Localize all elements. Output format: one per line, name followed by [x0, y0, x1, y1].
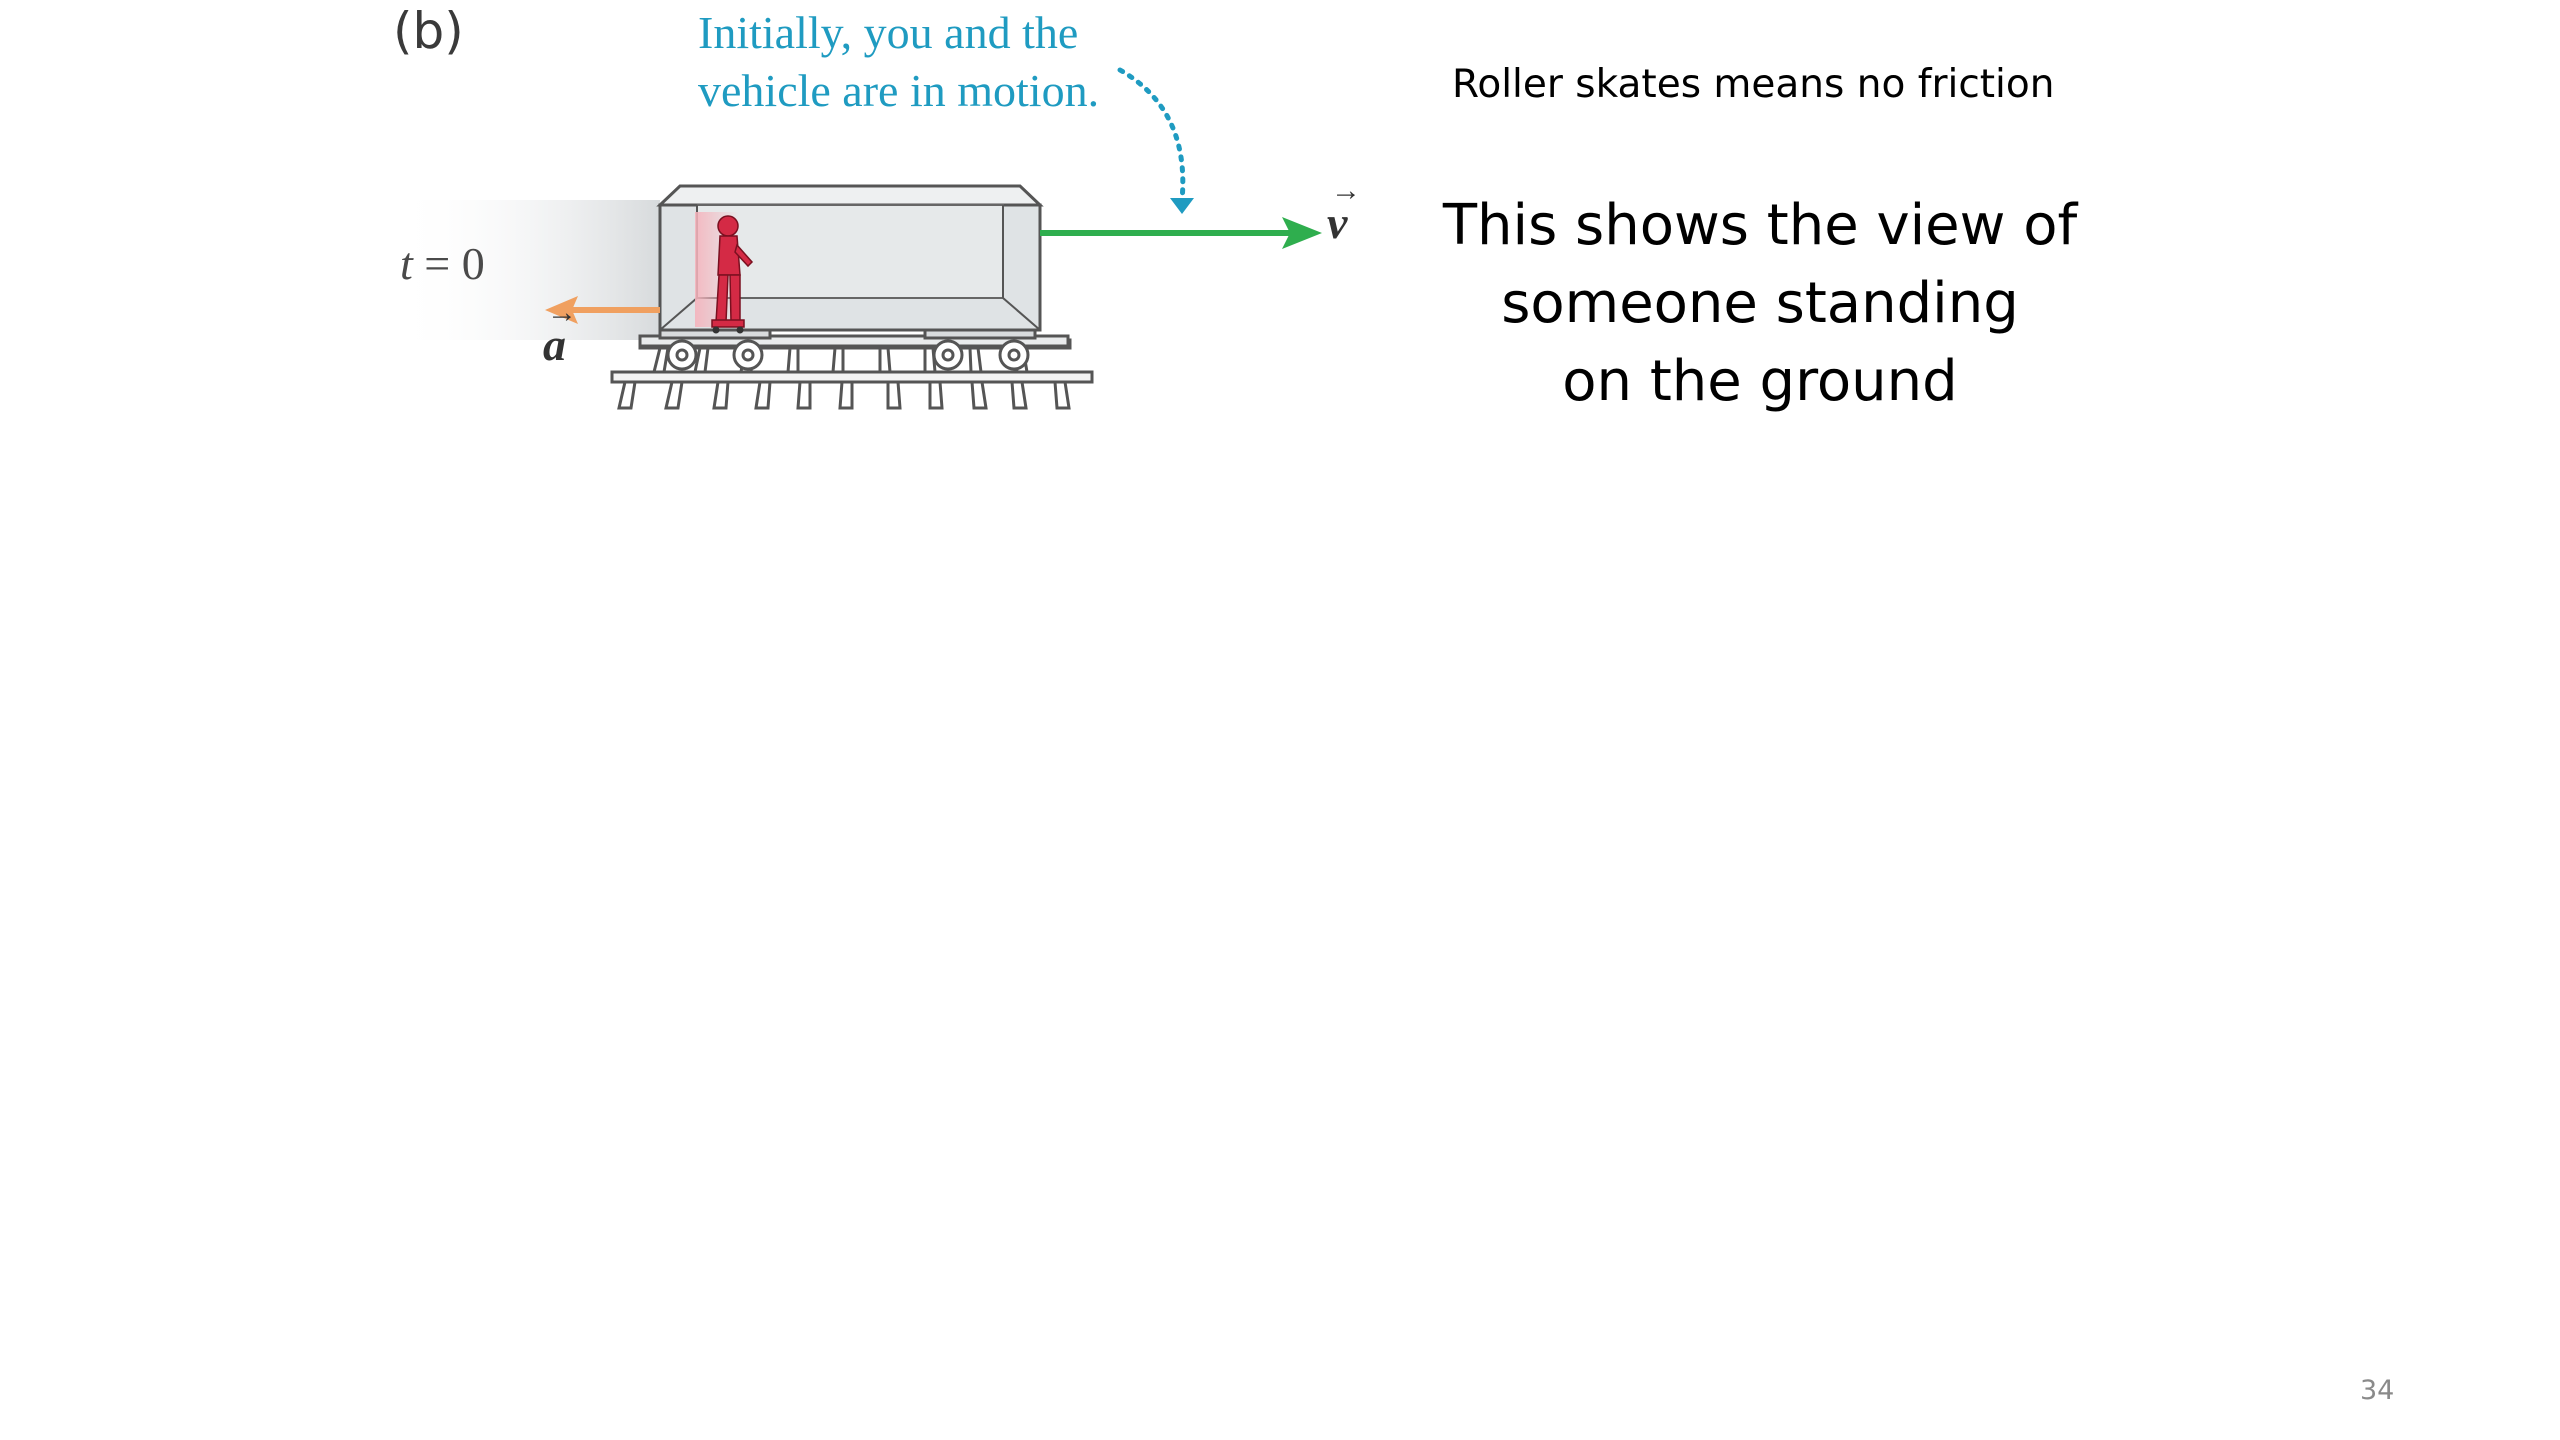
view-note: This shows the view of someone standing … [1430, 187, 2090, 421]
acceleration-arrow [545, 296, 660, 324]
time-variable: t [400, 238, 413, 289]
velocity-arrow [1040, 217, 1322, 249]
callout-line-1: Initially, you and the [698, 7, 1079, 58]
figure-callout: Initially, you and the vehicle are in mo… [698, 4, 1099, 120]
acceleration-symbol: a [543, 319, 566, 370]
person-on-roller-skates-icon [695, 212, 754, 334]
curved-dotted-arrow-icon [1117, 67, 1194, 214]
motion-blur-band [395, 200, 660, 340]
time-value: = 0 [412, 238, 485, 289]
page-number: 34 [2360, 1375, 2395, 1406]
velocity-symbol: v [1327, 197, 1348, 248]
vector-arrow-icon: → [547, 296, 577, 329]
view-note-line-2: someone standing [1501, 271, 2019, 336]
view-note-line-1: This shows the view of [1442, 193, 2078, 258]
panel-label: (b) [393, 2, 464, 60]
view-note-line-3: on the ground [1562, 349, 1958, 414]
friction-note: Roller skates means no friction [1452, 62, 2055, 107]
vector-arrow-icon: → [1331, 174, 1361, 207]
railcar-figure [395, 67, 1322, 410]
time-label: t = 0 [400, 237, 485, 290]
acceleration-label: → a [543, 296, 577, 371]
callout-line-2: vehicle are in motion. [698, 65, 1100, 116]
velocity-label: → v [1327, 174, 1361, 249]
